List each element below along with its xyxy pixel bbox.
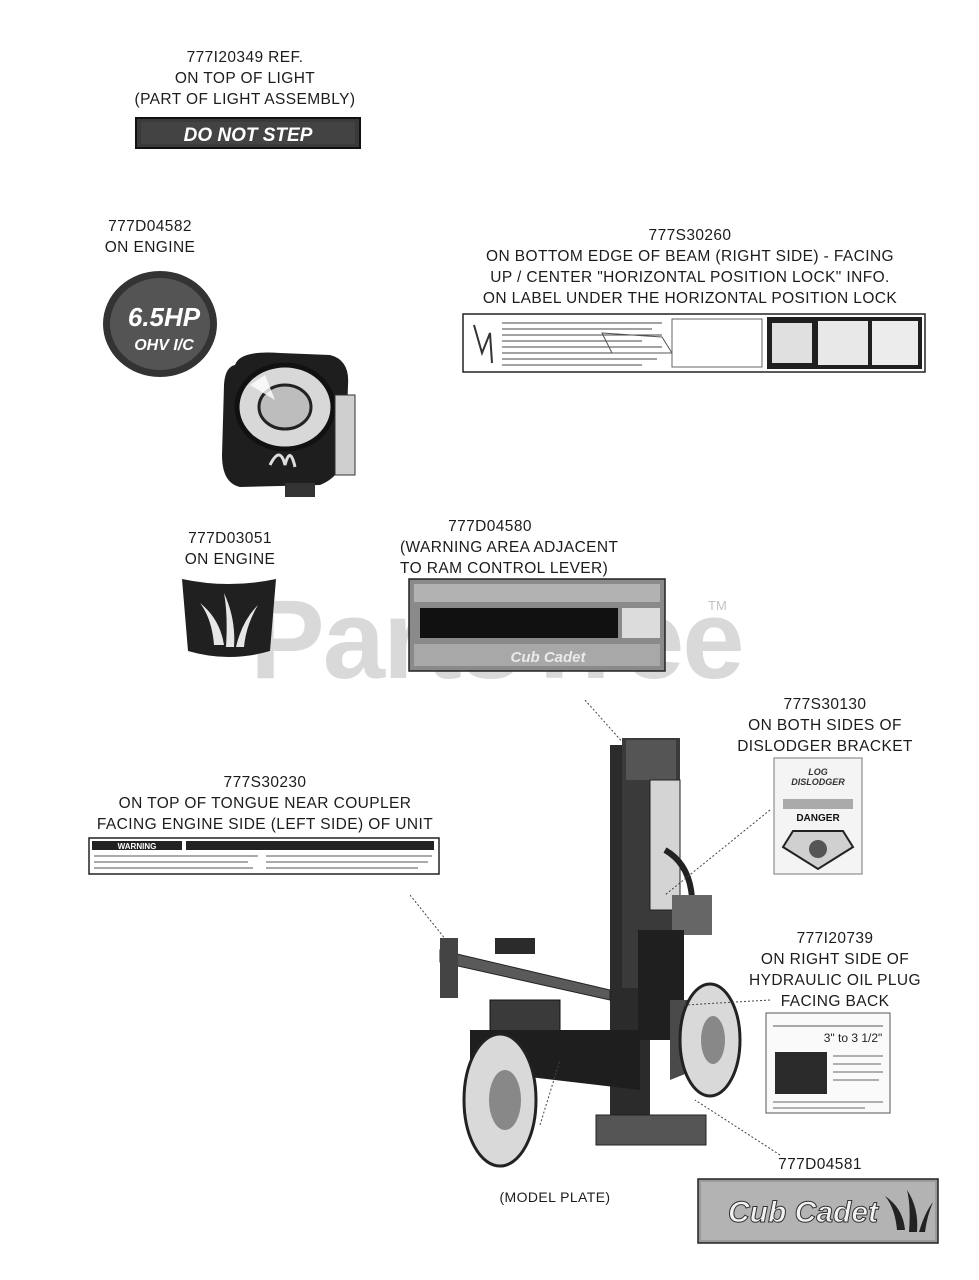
ohv-text: OHV I/C [134,337,194,354]
log-splitter-illustration [410,700,780,1168]
part-number: 777S30130 [783,696,867,713]
location-line: (PART OF LIGHT ASSEMBLY) [134,91,356,108]
tongue-decal: WARNING [88,837,440,875]
ram-brand-text: Cub Cadet [511,649,587,666]
ram-warning-decal: Cub Cadet [408,578,666,672]
do-not-step-decal: DO NOT STEP [135,117,361,149]
location-line: ON BOTTOM EDGE OF BEAM (RIGHT SIDE) - FA… [486,248,894,265]
engine-hp-decal: 6.5HP OHV I/C [103,271,217,377]
location-line: (WARNING AREA ADJACENT [400,539,619,556]
callout-oil-plug: 777I20739 ON RIGHT SIDE OF HYDRAULIC OIL… [735,928,935,1012]
location-line: ON TOP OF TONGUE NEAR COUPLER [118,795,412,812]
dislodger-danger-text: DANGER [796,813,840,824]
part-number: 777S30260 [648,227,732,244]
hp-text: 6.5HP [128,302,201,332]
callout-engine-hp: 777D04582 ON ENGINE [95,216,205,258]
model-plate-label: (MODEL PLATE) [499,1189,611,1205]
part-number: 777S30230 [223,774,307,791]
callout-dislodger: 777S30130 ON BOTH SIDES OF DISLODGER BRA… [720,694,930,757]
oil-plug-decal: 3" to 3 1/2" [765,1012,891,1114]
dislodger-title-2: DISLODGER [791,777,845,787]
cub-cadet-decal: Cub Cadet [697,1178,939,1244]
dislodger-title-1: LOG [808,767,828,777]
oil-measure-text: 3" to 3 1/2" [824,1031,883,1045]
location-line: TO RAM CONTROL LEVER) [400,560,609,577]
part-number: 777D04582 [108,218,192,235]
location-line: ON RIGHT SIDE OF [760,951,910,968]
callout-brand: 777D04581 [760,1154,880,1175]
location-line: UP / CENTER "HORIZONTAL POSITION LOCK" I… [490,269,890,286]
callout-engine-logo: 777D03051 ON ENGINE [175,528,285,570]
callout-tongue: 777S30230 ON TOP OF TONGUE NEAR COUPLER … [80,772,450,835]
location-line: DISLODGER BRACKET [737,738,913,755]
brand-text: Cub Cadet [728,1196,880,1229]
part-number: 777D03051 [188,530,272,547]
location-line: ON BOTH SIDES OF [748,717,902,734]
callout-beam: 777S30260 ON BOTTOM EDGE OF BEAM (RIGHT … [460,225,920,309]
engine-illustration [222,352,356,497]
engine-logo-decal [182,579,276,657]
location-line: ON LABEL UNDER THE HORIZONTAL POSITION L… [482,290,898,307]
part-number: 777I20349 REF. [186,49,304,66]
location-line: HYDRAULIC OIL PLUG [748,972,921,989]
part-number: 777D04581 [778,1156,862,1173]
dislodger-decal: LOG DISLODGER DANGER [773,757,863,875]
tongue-warning-text: WARNING [118,842,157,851]
location-line: ON ENGINE [184,551,276,568]
watermark-trademark: TM [708,598,727,613]
beam-decal [462,313,926,373]
location-line: ON ENGINE [104,239,196,256]
location-line: FACING ENGINE SIDE (LEFT SIDE) OF UNIT [96,816,434,833]
callout-do-not-step: 777I20349 REF. ON TOP OF LIGHT (PART OF … [120,47,370,110]
part-number: 777I20739 [796,930,874,947]
location-line: FACING BACK [780,993,890,1010]
callout-ram-warning: 777D04580 (WARNING AREA ADJACENT TO RAM … [400,516,619,579]
part-number: 777D04580 [448,518,532,535]
do-not-step-text: DO NOT STEP [184,125,313,146]
location-line: ON TOP OF LIGHT [174,70,316,87]
